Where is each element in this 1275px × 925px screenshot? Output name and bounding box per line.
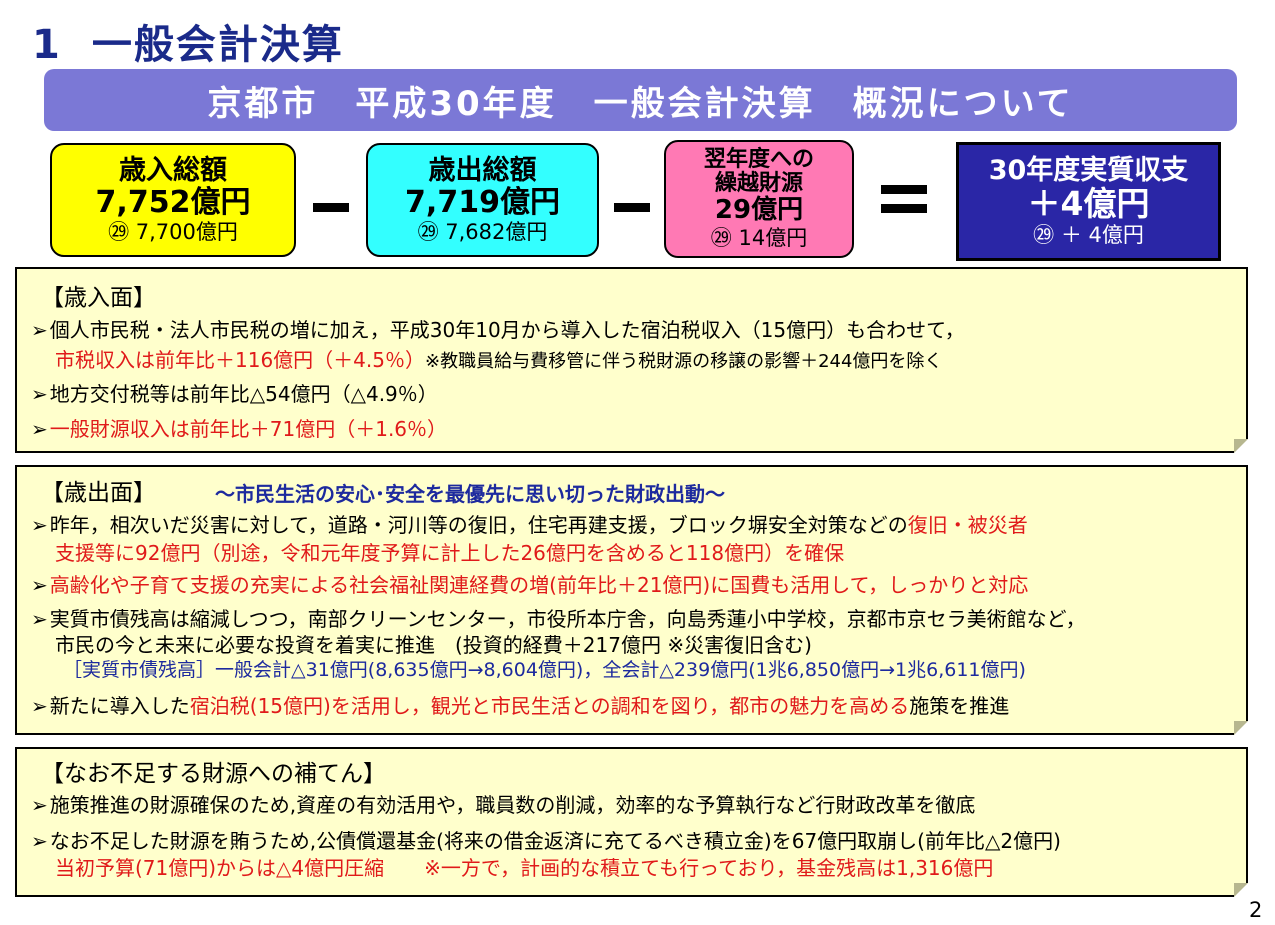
page-number: 2	[1249, 898, 1263, 922]
bullet-icon: ➢	[31, 694, 48, 718]
shortfall-item-2-detail: 当初予算(71億円)からは△4億円圧縮 ※一方で，計画的な積立ても行っており，基…	[55, 856, 994, 880]
revenue-total-box: 歳入総額 7,752億円 ㉙ 7,700億円	[50, 143, 296, 257]
revenue-heading: 【歳入面】	[41, 285, 156, 311]
bullet-icon: ➢	[31, 513, 48, 537]
expenditure-item-4: ➢新たに導入した宿泊税(15億円)を活用し，観光と市民生活との調和を図り，都市の…	[31, 694, 1010, 718]
carryover-label-1: 翌年度への	[703, 146, 814, 172]
minus-sign-1	[313, 203, 349, 212]
bullet-icon: ➢	[31, 417, 48, 441]
minus-sign-2	[614, 203, 650, 212]
municipal-bond-balance: ［実質市債残高］一般会計△31億円(8,635億円→8,604億円)，全会計△2…	[63, 659, 1026, 681]
page-title: 1 一般会計決算	[32, 12, 344, 70]
expenditure-label: 歳出総額	[428, 155, 537, 187]
bullet-icon: ➢	[31, 318, 48, 342]
revenue-item-1-detail: 市税収入は前年比＋116億円（＋4.5％）※教職員給与費移管に伴う税財源の移譲の…	[55, 348, 943, 372]
shortfall-item-2: ➢なお不足した財源を賄うため,公債償還基金(将来の借金返済に充てるべき積立金)を…	[31, 829, 1061, 853]
revenue-item-3: ➢一般財源収入は前年比＋71億円（＋1.6％）	[31, 417, 448, 441]
banner-text: 京都市 平成30年度 一般会計決算 概況について	[207, 83, 1074, 124]
balance-prev-year: ㉙ ＋ 4億円	[1033, 222, 1144, 247]
balance-box: 30年度実質収支 ＋4億円 ㉙ ＋ 4億円	[956, 142, 1221, 261]
section-title: 一般会計決算	[91, 22, 344, 68]
expenditure-item-1: ➢昨年，相次いだ災害に対して，道路・河川等の復旧，住宅再建支援，ブロック塀安全対…	[31, 513, 1028, 537]
expenditure-panel: 【歳出面】 ～市民生活の安心･安全を最優先に思い切った財政出動～ ➢昨年，相次い…	[15, 465, 1248, 735]
shortfall-item-1: ➢施策推進の財源確保のため,資産の有効活用や，職員数の削減，効率的な予算執行など…	[31, 793, 976, 817]
section-number: 1	[32, 22, 62, 68]
expenditure-total-box: 歳出総額 7,719億円 ㉙ 7,682億円	[366, 143, 599, 257]
revenue-prev-year: ㉙ 7,700億円	[108, 219, 238, 244]
title-banner: 京都市 平成30年度 一般会計決算 概況について	[44, 69, 1237, 131]
carryover-box: 翌年度への 繰越財源 29億円 ㉙ 14億円	[664, 140, 854, 258]
shortfall-heading: 【なお不足する財源への補てん】	[41, 761, 386, 787]
shortfall-panel: 【なお不足する財源への補てん】 ➢施策推進の財源確保のため,資産の有効活用や，職…	[15, 747, 1248, 897]
carryover-prev-year: ㉙ 14億円	[710, 225, 808, 250]
equals-sign	[881, 185, 927, 223]
expenditure-item-1-cont: 支援等に92億円（別途，令和元年度予算に計上した26億円を含めると118億円）を…	[55, 541, 845, 565]
expenditure-heading: 【歳出面】	[41, 480, 156, 506]
expenditure-item-3-cont: 市民の今と未来に必要な投資を着実に推進 (投資的経費＋217億円 ※災害復旧含む…	[55, 633, 812, 657]
revenue-item-2: ➢地方交付税等は前年比△54億円（△4.9％）	[31, 382, 438, 406]
revenue-amount: 7,752億円	[95, 184, 251, 220]
expenditure-item-2: ➢高齢化や子育て支援の充実による社会福祉関連経費の増(前年比＋21億円)に国費も…	[31, 573, 1029, 597]
balance-label: 30年度実質収支	[988, 154, 1189, 186]
bullet-icon: ➢	[31, 607, 48, 631]
carryover-label-2: 繰越財源	[714, 171, 803, 197]
bullet-icon: ➢	[31, 793, 48, 817]
expenditure-item-3: ➢実質市債残高は縮減しつつ，南部クリーンセンター，市役所本庁舎，向島秀蓮小中学校…	[31, 607, 1086, 631]
bullet-icon: ➢	[31, 382, 48, 406]
bullet-icon: ➢	[31, 573, 48, 597]
carryover-amount: 29億円	[714, 195, 804, 226]
balance-amount: ＋4億円	[1027, 183, 1150, 223]
revenue-label: 歳入総額	[119, 155, 227, 187]
expenditure-prev-year: ㉙ 7,682億円	[417, 219, 548, 244]
bullet-icon: ➢	[31, 829, 48, 853]
revenue-item-1: ➢個人市民税・法人市民税の増に加え，平成30年10月から導入した宿泊税収入（15…	[31, 318, 965, 342]
expenditure-amount: 7,719億円	[405, 184, 560, 220]
expenditure-subtitle: ～市民生活の安心･安全を最優先に思い切った財政出動～	[215, 482, 725, 506]
revenue-panel: 【歳入面】 ➢個人市民税・法人市民税の増に加え，平成30年10月から導入した宿泊…	[15, 267, 1248, 453]
